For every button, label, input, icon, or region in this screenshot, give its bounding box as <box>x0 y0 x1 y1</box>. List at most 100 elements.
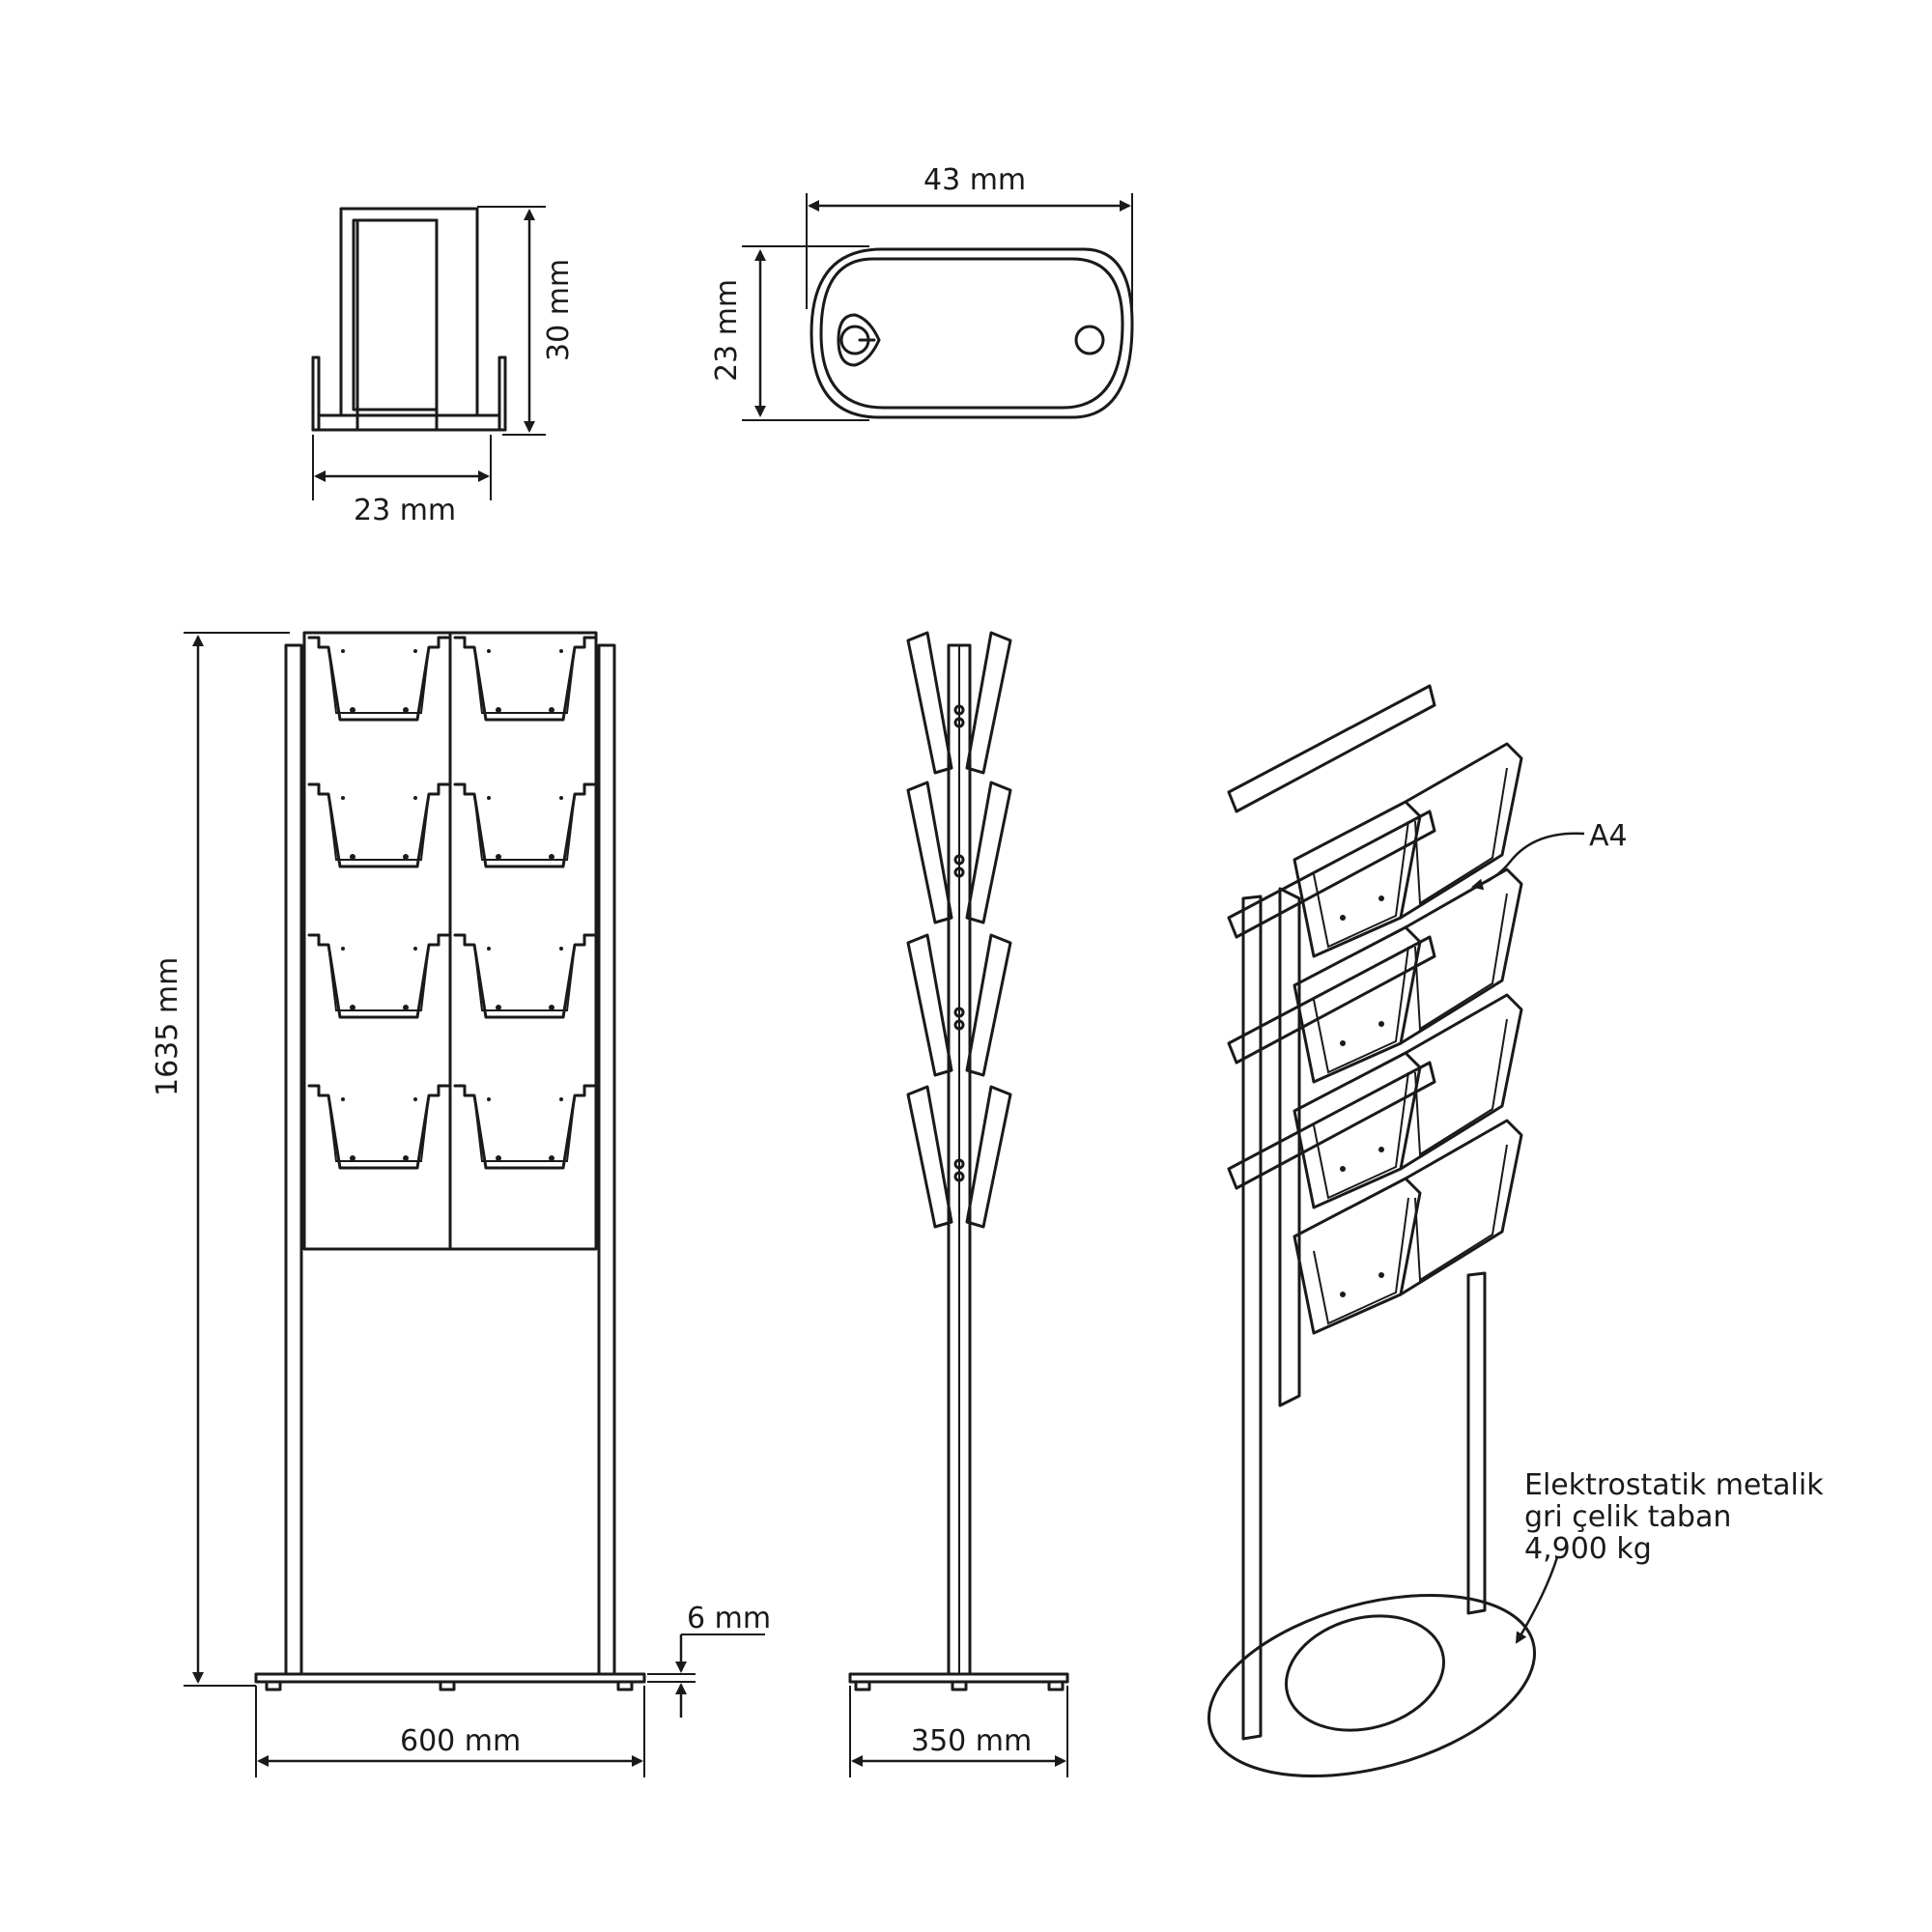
base-note-line1: Elektrostatik metalik <box>1524 1468 1824 1502</box>
pocket-format-label: A4 <box>1589 819 1628 853</box>
pocket-inner <box>327 646 430 714</box>
front-pocket-left <box>1293 1177 1422 1335</box>
rivet-dot <box>549 1155 554 1161</box>
bolt <box>953 1019 965 1031</box>
rivet-dot <box>403 1155 409 1161</box>
left-pocket-profile <box>906 1085 953 1229</box>
profile-height-label: 30 mm <box>542 259 576 361</box>
rivet-dot <box>1340 1166 1346 1172</box>
perspective-pockets <box>1227 684 1523 1407</box>
base-width-label: 43 mm <box>923 163 1026 197</box>
left-pocket-profile <box>906 933 953 1077</box>
back-shelf <box>1227 810 1436 939</box>
front-pocket-right <box>1399 993 1523 1171</box>
pocket-outline <box>307 782 450 868</box>
pocket-outline <box>453 1084 596 1170</box>
rivet-dot <box>1340 1040 1346 1046</box>
pocket-inner-left <box>1313 1197 1409 1325</box>
total-height-label: 1635 mm <box>151 957 185 1096</box>
rivet-dot <box>496 1155 501 1161</box>
rivet-dot <box>341 947 345 951</box>
front-pocket-left <box>1293 1051 1422 1209</box>
pocket-inner-left <box>1313 820 1409 949</box>
pocket-inner-right <box>1414 767 1508 905</box>
profile-section-view <box>311 206 546 500</box>
rivet-dot <box>403 854 409 860</box>
pocket-inner <box>473 646 576 714</box>
side-pocket-pair <box>906 781 1012 924</box>
right-c-slot <box>1074 325 1105 355</box>
brochure-pocket <box>453 636 596 722</box>
perspective-pocket-row <box>1227 684 1523 958</box>
right-post <box>597 643 616 1676</box>
left-post <box>284 643 303 1676</box>
pocket-outline <box>307 933 450 1019</box>
front-view <box>184 631 765 1777</box>
front-pockets <box>307 636 596 1170</box>
rivet-dot <box>487 649 491 653</box>
foot <box>1047 1680 1065 1691</box>
plate-thickness-label: 6 mm <box>687 1602 771 1635</box>
rivet-dot <box>487 947 491 951</box>
rivet-dot <box>341 1097 345 1101</box>
back-shelf <box>1227 684 1436 813</box>
rivet-dot <box>350 1005 355 1010</box>
rivet-dot <box>1340 1292 1346 1297</box>
side-pockets <box>906 631 1012 1229</box>
a4-leader <box>1471 832 1585 891</box>
profile-body <box>339 207 479 417</box>
rivet-dot <box>496 707 501 713</box>
rivet-dot <box>496 1005 501 1010</box>
rivet-dot <box>559 649 563 653</box>
rivet-dot <box>403 707 409 713</box>
rivet-dot <box>487 1097 491 1101</box>
rivet-dot <box>1340 915 1346 921</box>
right-pocket-profile <box>965 781 1012 924</box>
foot <box>616 1680 634 1691</box>
bolt <box>953 717 965 728</box>
rivet-dot <box>350 854 355 860</box>
left-pocket-profile <box>906 781 953 924</box>
brochure-pocket <box>453 782 596 868</box>
rivet-dot <box>413 1097 417 1101</box>
bolt <box>953 1171 965 1182</box>
perspective-right-post <box>1466 1271 1487 1615</box>
rivet-dot <box>413 649 417 653</box>
bolt <box>953 867 965 878</box>
brochure-pocket <box>307 933 450 1019</box>
front-pocket-right <box>1399 742 1523 920</box>
brochure-pocket <box>307 782 450 868</box>
base-plate-top-view <box>742 193 1134 421</box>
rivet-dot <box>341 649 345 653</box>
pocket-outline <box>453 636 596 722</box>
oval-base <box>1207 1593 1537 1778</box>
rivet-dot <box>559 947 563 951</box>
rivet-dot <box>1378 1021 1384 1027</box>
bolt <box>953 1007 965 1018</box>
front-pocket-left <box>1293 800 1422 958</box>
foot <box>951 1680 968 1691</box>
pocket-inner <box>327 944 430 1011</box>
perspective-view <box>1207 684 1585 1778</box>
perspective-pocket-row <box>1227 935 1523 1209</box>
rivet-dot <box>350 707 355 713</box>
foot <box>439 1680 456 1691</box>
bolt <box>953 704 965 716</box>
pocket-outline <box>307 636 450 722</box>
front-width-label: 600 mm <box>400 1724 521 1758</box>
rivet-dot <box>559 796 563 800</box>
pocket-inner-left <box>1313 946 1409 1074</box>
rivet-dot <box>549 854 554 860</box>
pocket-outline <box>307 1084 450 1170</box>
rivet-dot <box>1378 1272 1384 1278</box>
base-leader <box>1515 1556 1559 1644</box>
foot <box>854 1680 871 1691</box>
pocket-inner <box>473 793 576 861</box>
pocket-outline <box>453 782 596 868</box>
rivet-dot <box>496 854 501 860</box>
front-pocket-left <box>1293 925 1422 1084</box>
base-note-line3: 4,900 kg <box>1524 1532 1652 1566</box>
base-height-label: 23 mm <box>710 279 744 382</box>
pocket-inner <box>473 944 576 1011</box>
brochure-pocket <box>453 1084 596 1170</box>
